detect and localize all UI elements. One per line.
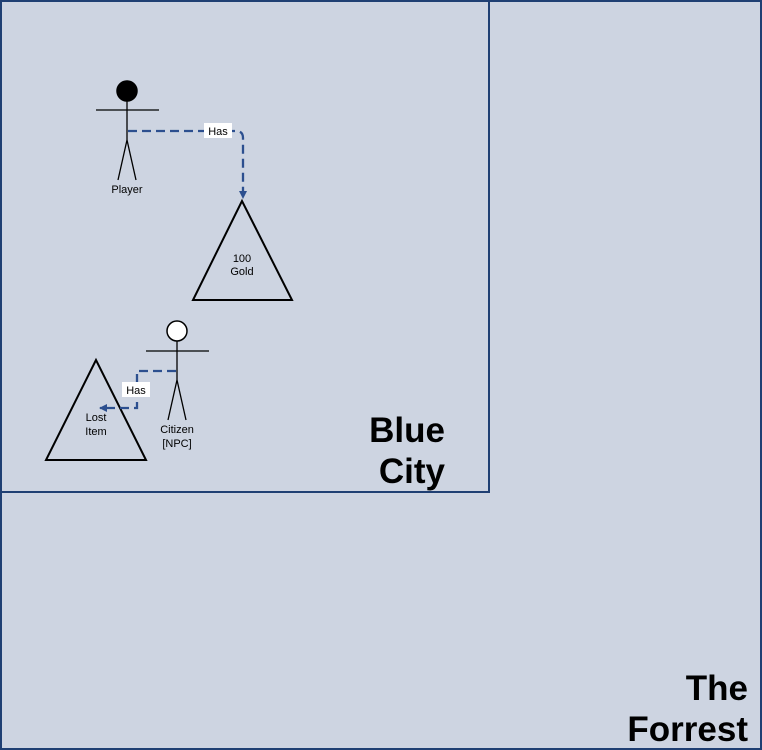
player-gold-connector	[128, 129, 247, 199]
citizen-has-lost-item-relation[interactable]: Has	[99, 369, 176, 412]
citizen-leg-right	[176, 379, 187, 421]
player-leg-left	[117, 139, 128, 181]
citizen-head	[166, 320, 188, 342]
blue-city-region	[0, 0, 490, 493]
player-leg-right	[126, 139, 137, 181]
relation-label: Has	[208, 126, 228, 138]
player-actor[interactable]: Player	[96, 80, 159, 196]
relation-label-bg	[122, 382, 150, 397]
citizen-leg-left	[167, 379, 178, 421]
lost-item-line1: Lost	[86, 412, 107, 424]
player-label: Player	[111, 184, 143, 196]
citizen-actor[interactable]: Citizen [NPC]	[146, 320, 209, 450]
player-has-gold-relation[interactable]: Has	[128, 123, 247, 199]
gold-label: Gold	[230, 266, 253, 278]
relation-label-bg	[204, 123, 232, 138]
citizen-role-label: [NPC]	[162, 438, 191, 450]
player-head	[116, 80, 138, 102]
lost-item[interactable]: Lost Item	[44, 357, 148, 461]
lost-item-triangle	[44, 357, 148, 461]
gold-item[interactable]: 100 Gold	[191, 198, 294, 301]
blue-city-label: Blue City	[369, 411, 445, 491]
relation-label: Has	[126, 385, 146, 397]
forest-label: The Forrest	[627, 669, 748, 749]
lost-item-line2: Item	[85, 426, 106, 438]
citizen-label: Citizen	[160, 424, 194, 436]
gold-triangle	[191, 198, 294, 301]
gold-amount: 100	[233, 253, 251, 265]
